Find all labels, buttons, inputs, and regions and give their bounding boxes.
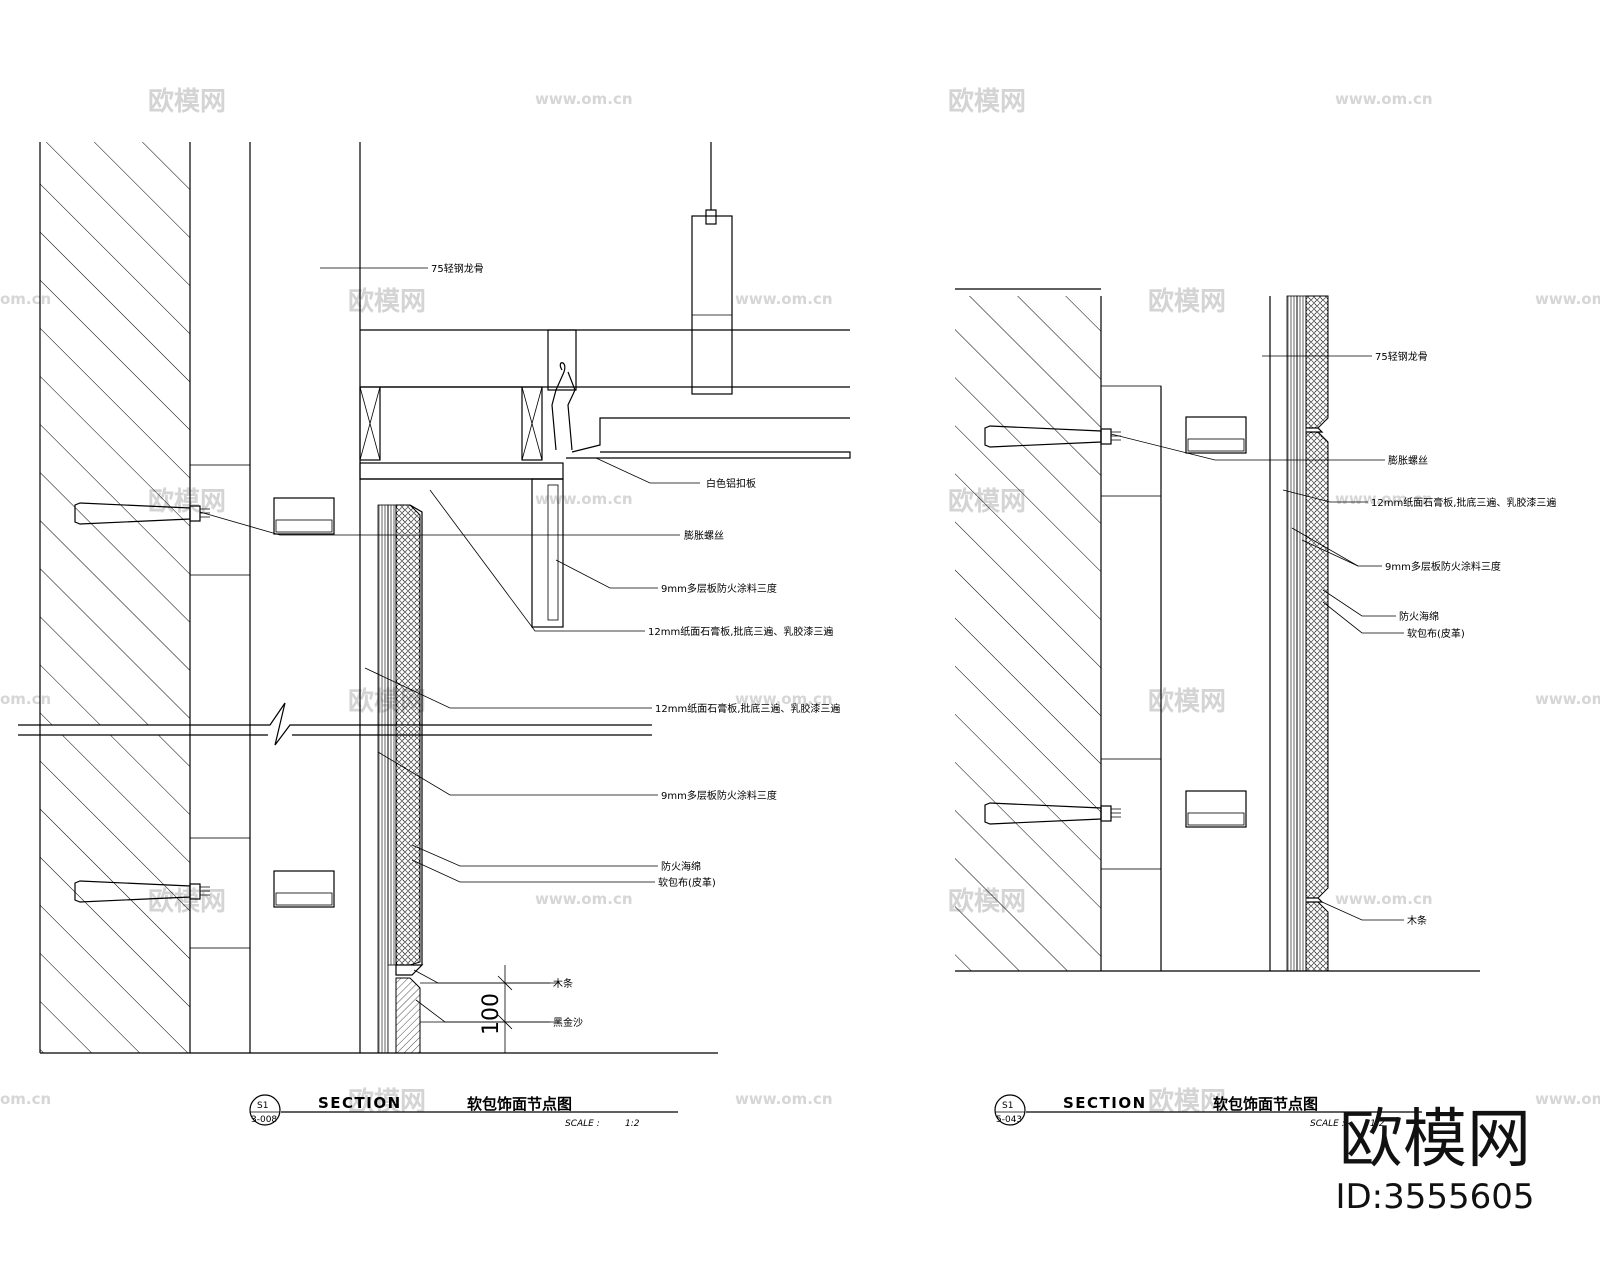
section-title-word: SECTION [318, 1094, 402, 1112]
plywood-layer [387, 504, 397, 966]
watermark-url: www.om.cn [1335, 90, 1433, 108]
brand-id: ID:3555605 [1335, 1177, 1535, 1217]
watermark-url: www.om.cn [735, 1090, 833, 1108]
section-tag-sheet: 3-008 [251, 1115, 277, 1125]
leader-lines [199, 267, 700, 1023]
callout-label: 木条 [553, 977, 573, 990]
plywood-layer [1296, 295, 1307, 972]
section-tag-number: S1 [1002, 1101, 1013, 1111]
callout-label: 黑金沙 [553, 1016, 583, 1029]
right-title-block: S1 5-043 SECTION 软包饰面节点图 SCALE : 1:2 [994, 1094, 1422, 1129]
watermark-url: www.om.cn [735, 690, 833, 708]
watermark-url: www.om.cn [535, 90, 633, 108]
expansion-bolt [984, 802, 1121, 825]
callout-label: 防火海绵 [661, 860, 701, 873]
aluminium-panel [571, 417, 850, 453]
section-tag-sheet: 5-043 [996, 1115, 1022, 1125]
scale-label: SCALE : [565, 1119, 600, 1129]
left-title-block: S1 3-008 SECTION 软包饰面节点图 SCALE : 1:2 [249, 1094, 678, 1129]
steel-stud-profile [1185, 790, 1247, 828]
callout-label: 9mm多层板防火涂料三度 [661, 789, 777, 802]
fireproof-sponge [1305, 295, 1329, 429]
gypsum-board-layer [1286, 295, 1298, 972]
watermark-url: www.om.cn [535, 490, 633, 508]
watermark-url: www.om.cn [735, 290, 833, 308]
callout-label: 软包布(皮革) [658, 876, 716, 889]
callout-label: 12mm纸面石膏板,批底三遍、乳胶漆三遍 [648, 625, 833, 638]
callout-label: 膨胀螺丝 [684, 529, 724, 542]
watermark-url: www.om.cn [1335, 890, 1433, 908]
steel-stud-profile [273, 870, 335, 908]
ceiling-clip [551, 362, 576, 451]
watermark-text: 欧模网 [1148, 686, 1226, 717]
black-granite-skirting [395, 977, 421, 1054]
ceiling-hanger [691, 215, 733, 395]
callout-label: 75轻钢龙骨 [431, 262, 484, 275]
callout-label: 9mm多层板防火涂料三度 [661, 582, 777, 595]
callout-label: 软包布(皮革) [1407, 627, 1465, 640]
brand-logo: 欧模网 ID:3555605 [1300, 1105, 1570, 1219]
timber-batten [1100, 385, 1162, 497]
callout-label: 12mm纸面石膏板,批底三遍、乳胶漆三遍 [655, 702, 840, 715]
ceiling-board [359, 462, 564, 480]
steel-stud-profile [1185, 416, 1247, 454]
break-line [18, 702, 652, 746]
wood-strip [1306, 427, 1324, 433]
section-tag-number: S1 [257, 1101, 268, 1111]
right-section-detail: 75轻钢龙骨 膨胀螺丝 12mm纸面石膏板,批底三遍、乳胶漆三遍 9mm多层板防… [955, 288, 1556, 1129]
steel-stud-profile [273, 497, 335, 535]
gypsum-board-layer [377, 504, 389, 1054]
watermark-url: www.om.cn [1535, 290, 1600, 308]
callout-label: 膨胀螺丝 [1388, 454, 1428, 467]
callout-label: 12mm纸面石膏板,批底三遍、乳胶漆三遍 [1371, 496, 1556, 509]
section-title-cn: 软包饰面节点图 [1213, 1095, 1318, 1113]
watermark-layer: 欧模网 www.om.cn 欧模网 www.om.cn om.cn 欧模网 ww… [0, 86, 1600, 1117]
watermark-url: om.cn [0, 690, 51, 708]
leader-lines [1110, 355, 1404, 921]
concrete-wall-hatch [40, 142, 190, 725]
callout-label: 白色铝扣板 [706, 477, 756, 490]
expansion-bolt [74, 880, 210, 903]
expansion-bolt [74, 502, 210, 525]
callout-label: 防火海绵 [1399, 610, 1439, 623]
watermark-url: www.om.cn [1535, 690, 1600, 708]
callout-label: 75轻钢龙骨 [1375, 350, 1428, 363]
concrete-wall-hatch [955, 296, 1101, 971]
scale-value: 1:2 [625, 1119, 640, 1129]
watermark-url: www.om.cn [1535, 1090, 1600, 1108]
watermark-url: www.om.cn [1335, 490, 1433, 508]
section-tag-circle [249, 1094, 281, 1126]
timber-batten [1100, 758, 1162, 870]
watermark-text: 欧模网 [348, 286, 426, 317]
scale-label: SCALE : [1310, 1119, 1345, 1129]
concrete-wall-hatch [40, 735, 190, 1053]
wood-strip [395, 964, 424, 976]
fireproof-sponge [1305, 901, 1329, 972]
watermark-text: 欧模网 [948, 86, 1026, 117]
scale-value: 1:2 [1370, 1119, 1385, 1129]
section-title-cn: 软包饰面节点图 [467, 1095, 572, 1113]
watermark-url: om.cn [0, 290, 51, 308]
left-section-detail: 100 75轻钢龙骨 白色铝扣板 膨胀螺丝 9mm多层板防火涂料三度 12mm纸… [18, 142, 851, 1129]
section-tag-circle [994, 1094, 1026, 1126]
dimension-value: 100 [479, 993, 504, 1035]
watermark-text: 欧模网 [1148, 286, 1226, 317]
timber-batten [189, 464, 251, 576]
watermark-url: om.cn [0, 1090, 51, 1108]
callout-label: 木条 [1407, 914, 1427, 927]
wood-strip [1306, 897, 1324, 903]
watermark-url: www.om.cn [535, 890, 633, 908]
fireproof-sponge [1305, 431, 1329, 899]
fireproof-sponge [395, 504, 421, 966]
brand-name: 欧模网 [1339, 1103, 1531, 1177]
callout-label: 9mm多层板防火涂料三度 [1385, 560, 1501, 573]
section-title-word: SECTION [1063, 1094, 1147, 1112]
watermark-text: 欧模网 [148, 86, 226, 117]
